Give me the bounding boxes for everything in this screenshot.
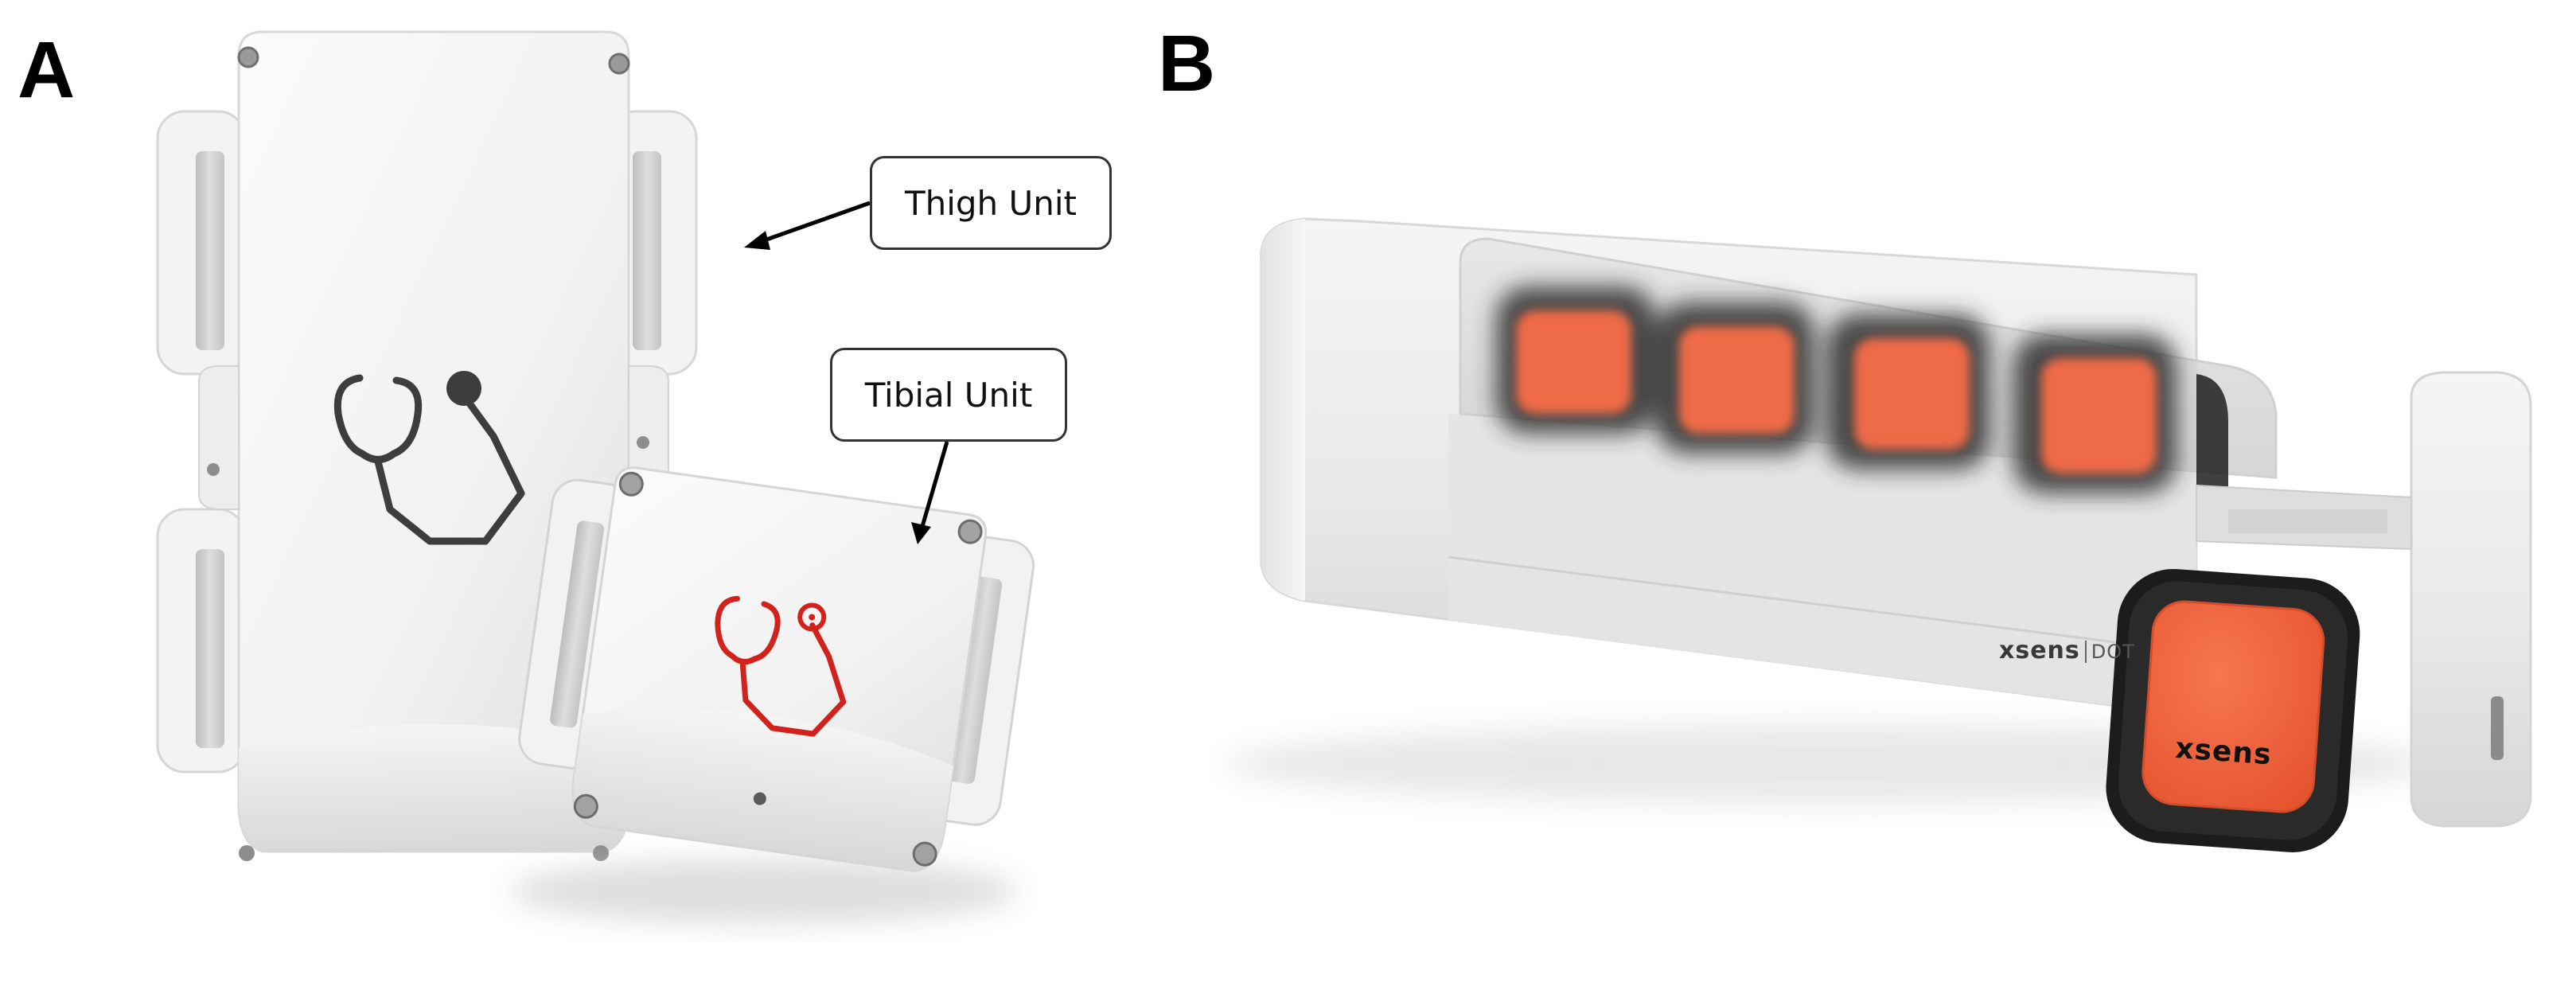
stethoscope-chestpiece-icon	[446, 371, 481, 406]
case-brand-suffix: DOT	[2084, 641, 2135, 663]
sensor-brand-logo: xsens	[2174, 732, 2273, 772]
usb-port-icon	[2491, 696, 2504, 760]
docked-sensors	[1496, 286, 2177, 493]
tibial-unit-callout: Tibial Unit	[830, 348, 1067, 442]
panel-label-b: B	[1158, 19, 1216, 108]
panel-label-a: A	[18, 25, 76, 115]
red-stethoscope-hexagon-logo-icon	[715, 595, 847, 737]
xsens-dot-sensor	[2106, 568, 2360, 852]
thigh-unit-pointer-arrow	[744, 201, 871, 250]
tibial-unit-device	[518, 466, 1035, 873]
case-brand-name: xsens	[1999, 637, 2080, 665]
thigh-unit-callout: Thigh Unit	[870, 156, 1112, 250]
stethoscope-hexagon-logo-icon	[333, 374, 525, 545]
red-chestpiece-icon	[797, 602, 827, 632]
tibial-unit-pointer-arrow	[911, 441, 949, 544]
